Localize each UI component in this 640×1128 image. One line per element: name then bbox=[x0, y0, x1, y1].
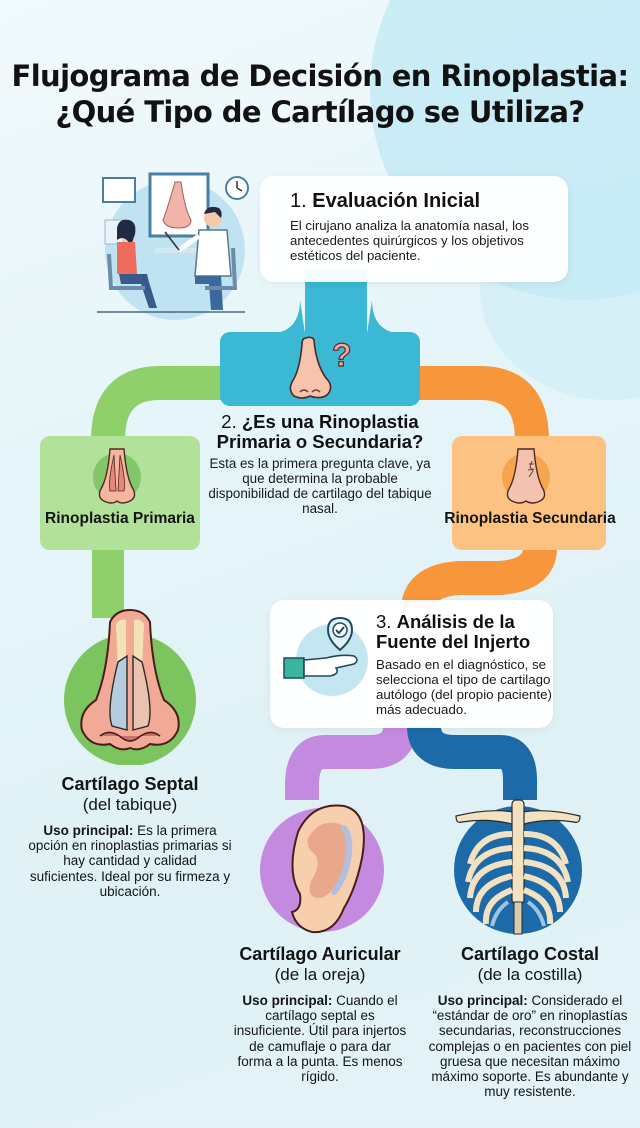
septal-cartilage-info: Cartílago Septal (del tabique) Uso princ… bbox=[28, 774, 232, 899]
step-1-card: 1. Evaluación Inicial El cirujano analiz… bbox=[260, 176, 568, 282]
nose-cartilage-icon bbox=[92, 447, 142, 505]
costal-cartilage-info: Cartílago Costal (de la costilla) Uso pr… bbox=[420, 944, 640, 1099]
auricular-cartilage-info: Cartílago Auricular (de la oreja) Uso pr… bbox=[230, 944, 410, 1084]
nose-scarred-icon bbox=[500, 447, 552, 505]
septal-title: Cartílago Septal bbox=[61, 774, 199, 794]
nose-question-icon: ? bbox=[286, 334, 358, 404]
step-3-description: Basado en el diagnóstico, se selecciona … bbox=[376, 657, 552, 717]
hand-checkmark-icon bbox=[280, 612, 368, 696]
step-3-text: 3. Análisis de la Fuente del Injerto Bas… bbox=[376, 611, 552, 718]
auricular-description: Uso principal: Cuando el cartílago septa… bbox=[233, 993, 407, 1085]
costal-subtitle: (de la costilla) bbox=[477, 965, 583, 984]
doctor-consultation-illustration bbox=[95, 170, 255, 320]
costal-title: Cartílago Costal bbox=[460, 944, 600, 964]
svg-text:?: ? bbox=[332, 337, 352, 373]
step-3-title: 3. Análisis de la Fuente del Injerto bbox=[376, 611, 531, 652]
ribcage-icon bbox=[448, 794, 588, 938]
step-1-description: El cirujano analiza la anatomía nasal, l… bbox=[290, 218, 529, 263]
primary-branch-label: Rinoplastia Primaria bbox=[45, 510, 195, 527]
auricular-subtitle: (de la oreja) bbox=[274, 965, 366, 984]
secondary-branch-label: Rinoplastia Secundaria bbox=[444, 510, 616, 527]
title-line-2: ¿Qué Tipo de Cartílago se Utiliza? bbox=[55, 95, 585, 129]
step-1-title: 1. Evaluación Inicial bbox=[290, 190, 481, 212]
title-line-1: Flujograma de Decisión en Rinoplastia: bbox=[11, 59, 630, 93]
step-2-description: Esta es la primera pregunta clave, ya qu… bbox=[208, 456, 432, 516]
page-title: Flujograma de Decisión en Rinoplastia: ¿… bbox=[0, 58, 640, 130]
step-2-text: 2. ¿Es una Rinoplastia Primaria o Secund… bbox=[200, 411, 440, 517]
septal-description: Uso principal: Es la primera opción en r… bbox=[28, 823, 232, 899]
costal-description: Uso principal: Considerado el “estándar … bbox=[428, 993, 632, 1100]
auricular-title: Cartílago Auricular bbox=[239, 944, 401, 964]
step-2-title: 2. ¿Es una Rinoplastia Primaria o Secund… bbox=[216, 411, 424, 452]
ear-icon bbox=[252, 798, 392, 938]
septal-subtitle: (del tabique) bbox=[82, 795, 178, 814]
septal-nose-icon bbox=[60, 600, 200, 766]
